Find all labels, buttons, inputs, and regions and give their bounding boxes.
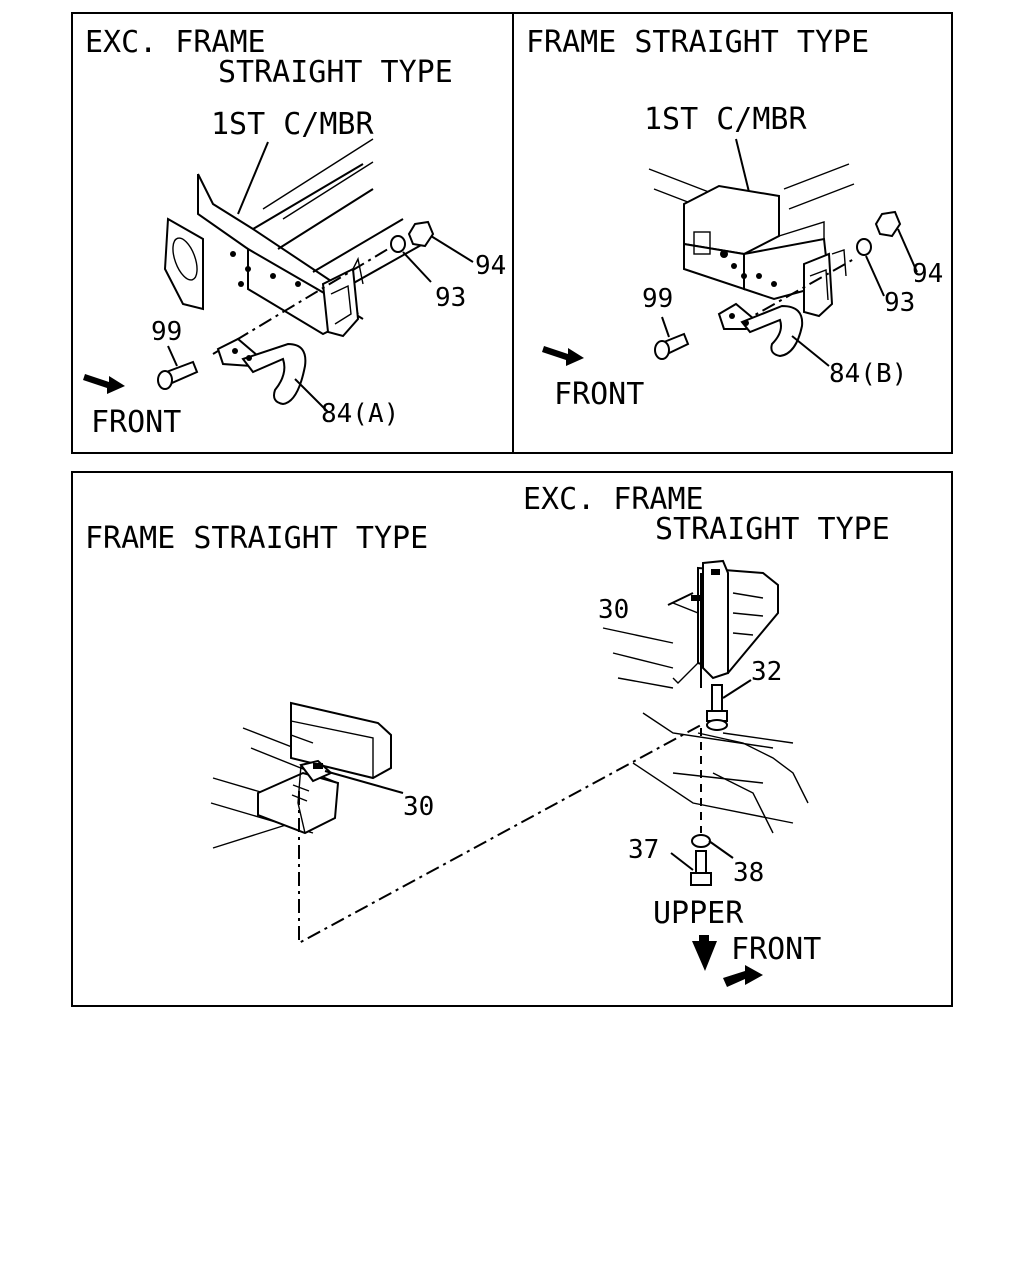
tow-hook-a-diagram: EXC. FRAME STRAIGHT TYPE 1ST C/MBR: [83, 25, 506, 440]
tow-hook-84a: [216, 337, 307, 406]
callout-94: 94: [912, 259, 943, 289]
nut-leader: [430, 235, 474, 263]
member-label: 1ST C/MBR: [211, 107, 374, 142]
arrow-right-icon: [542, 346, 584, 366]
assembly-centerline: [738, 258, 855, 325]
member-leader: [237, 141, 269, 215]
assembly-centerline: [212, 248, 389, 355]
frame-straight-assembly: [210, 701, 392, 849]
bolt-32-leader: [722, 679, 752, 699]
callout-93: 93: [435, 283, 466, 313]
title-frame-straight: FRAME STRAIGHT TYPE: [85, 521, 428, 556]
tow-hook-b-diagram: FRAME STRAIGHT TYPE 1ST C/MBR 94 93: [526, 25, 943, 412]
washer-93: [390, 235, 406, 253]
callout-32: 32: [751, 657, 782, 687]
bracket-left-leader: [324, 770, 404, 794]
callout-38: 38: [733, 858, 764, 888]
bracket-diagram: FRAME STRAIGHT TYPE EXC. FRAME STRAIGHT …: [85, 482, 890, 987]
callout-84a: 84(A): [321, 399, 399, 429]
panel-title: FRAME STRAIGHT TYPE: [526, 25, 869, 60]
callout-84b: 84(B): [829, 359, 907, 389]
member-leader: [735, 138, 750, 193]
upper-label: UPPER: [653, 896, 744, 931]
arrow-right-icon: [83, 374, 125, 394]
nut-94: [874, 210, 902, 238]
bolt-99: [654, 332, 690, 360]
bolt-99: [157, 360, 199, 390]
hook-leader: [791, 335, 830, 367]
panel-exc-frame-straight-top: EXC. FRAME STRAIGHT TYPE 1ST C/MBR: [71, 12, 514, 454]
washer-leader: [402, 251, 432, 283]
panel-title-line2: STRAIGHT TYPE: [218, 55, 453, 90]
front-label: FRONT: [731, 932, 821, 967]
title-exc-frame-line1: EXC. FRAME: [523, 482, 704, 517]
nut-leader: [897, 228, 918, 273]
arrow-up-icon: [692, 935, 717, 971]
bolt-leader: [661, 316, 670, 338]
callout-93: 93: [884, 288, 915, 318]
panel-frame-straight-top: FRAME STRAIGHT TYPE 1ST C/MBR 94 93: [512, 12, 953, 454]
panel-title-line1: EXC. FRAME: [85, 25, 266, 60]
washer-93: [856, 238, 872, 256]
callout-99: 99: [642, 284, 673, 314]
direction-front: FRONT: [554, 377, 644, 412]
panel-bracket-comparison: FRAME STRAIGHT TYPE EXC. FRAME STRAIGHT …: [71, 471, 953, 1007]
direction-front: FRONT: [91, 405, 181, 440]
bracket-right-leader: [667, 592, 694, 606]
callout-94: 94: [475, 251, 506, 281]
callout-30-right: 30: [598, 595, 629, 625]
member-label: 1ST C/MBR: [644, 102, 807, 137]
bolt-leader: [167, 345, 178, 367]
arrow-right-icon: [723, 965, 763, 987]
nut-94: [407, 220, 435, 248]
washer-38: [691, 834, 711, 848]
title-exc-frame-line2: STRAIGHT TYPE: [655, 512, 890, 547]
tow-hook-84b: [717, 302, 804, 358]
bolt-37-leader: [670, 852, 694, 871]
hook-leader: [294, 378, 329, 413]
cross-member: [648, 163, 855, 318]
washer-leader: [865, 255, 885, 297]
bolt-37: [690, 850, 712, 886]
callout-99: 99: [151, 317, 182, 347]
callout-30-left: 30: [403, 792, 434, 822]
washer-leader: [708, 840, 734, 859]
callout-37: 37: [628, 835, 659, 865]
bolt-32: [706, 684, 728, 731]
cross-member: [163, 138, 424, 338]
exc-frame-assembly: [602, 559, 809, 834]
